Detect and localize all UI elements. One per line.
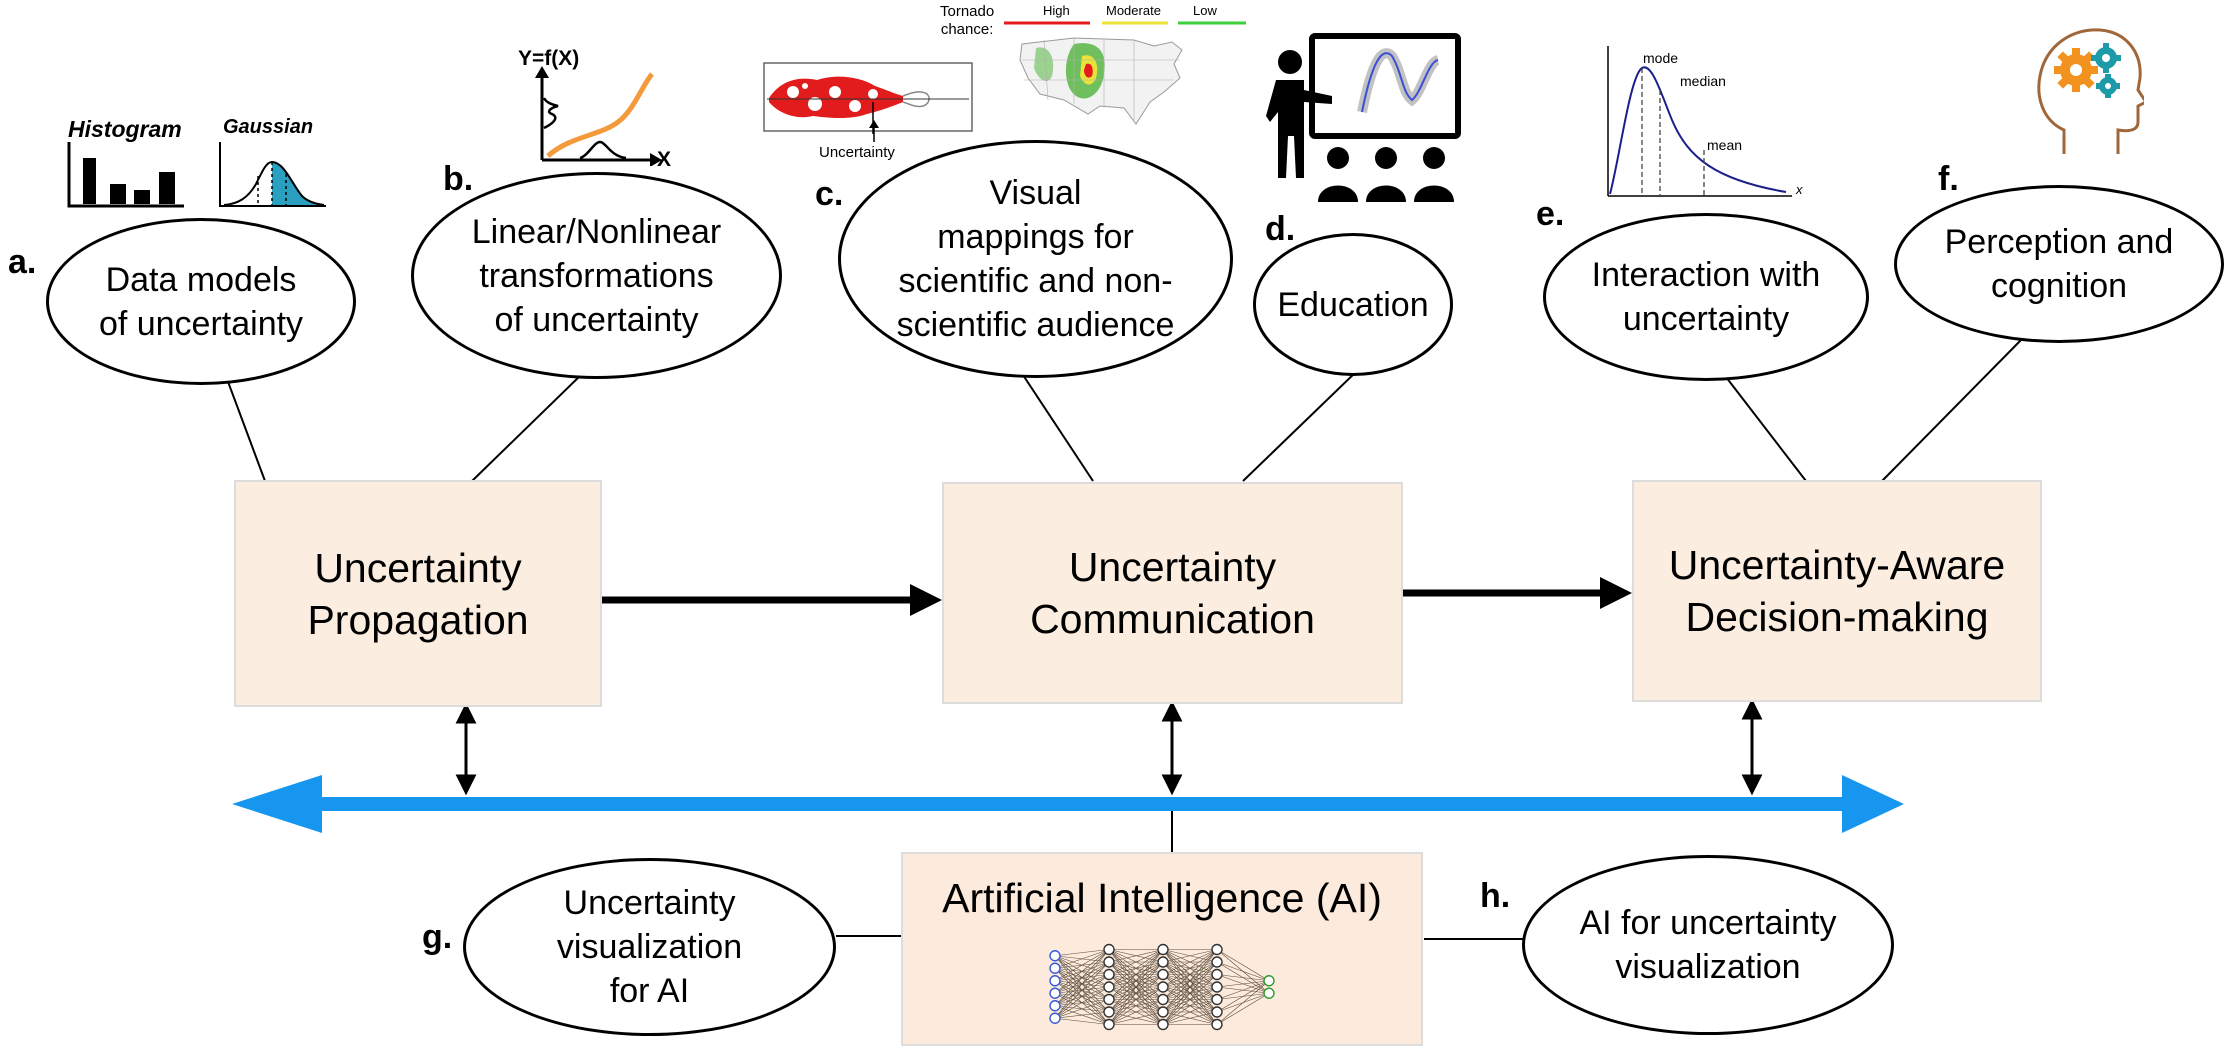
label-f: f. — [1938, 160, 1959, 198]
skewed-distribution-thumbnail — [1607, 46, 1792, 197]
nn-node — [1211, 956, 1223, 968]
oval-uncertainty-vis-for-ai: Uncertainty visualization for AI — [463, 858, 836, 1036]
legend-low-label: Low — [1193, 3, 1217, 18]
propagation-label: Uncertainty Propagation — [307, 544, 529, 643]
nn-node — [1103, 943, 1115, 956]
head-gears-icon — [2037, 28, 2144, 154]
oval-a-text: Data models of uncertainty — [98, 260, 304, 343]
blue-double-arrow — [232, 775, 1904, 833]
mode-label: mode — [1643, 50, 1679, 66]
nn-node — [1103, 968, 1115, 981]
communication-label: Uncertainty Communication — [1030, 544, 1315, 642]
nn-node — [1103, 993, 1115, 1006]
uncertainty-pointer-arrow — [869, 120, 879, 142]
oval-education: Education — [1253, 233, 1453, 376]
propagation-to-communication-arrow — [601, 584, 942, 616]
decision-vertical-arrow — [1741, 698, 1763, 796]
oval-connectors — [226, 338, 2023, 940]
nn-node — [1211, 968, 1223, 981]
communication-to-decision-arrow — [1403, 577, 1632, 609]
oval-d-text: Education — [1277, 285, 1429, 324]
oval-data-models: Data models of uncertainty — [46, 218, 356, 385]
label-e: e. — [1536, 195, 1565, 233]
uncertainty-propagation-box: Uncertainty Propagation — [234, 480, 602, 707]
nn-node — [1049, 975, 1061, 987]
gaussian-icon — [219, 142, 326, 207]
transform-x-label: X — [657, 148, 672, 171]
nn-node — [1103, 956, 1115, 968]
histogram-title: Histogram — [68, 116, 182, 142]
median-label: median — [1680, 73, 1726, 89]
teacher-presentation-icon — [1266, 33, 1461, 202]
oval-g-text: Uncertainty visualization for AI — [556, 884, 743, 1010]
label-g: g. — [422, 918, 453, 956]
histogram-gaussian-thumbnail — [67, 142, 326, 208]
nn-node — [1211, 981, 1223, 993]
orange-gear — [2054, 48, 2098, 92]
propagation-vertical-arrow — [455, 702, 477, 796]
nn-node — [1049, 962, 1061, 974]
histogram-icon — [67, 142, 184, 208]
artificial-intelligence-box: Artificial Intelligence (AI) — [901, 852, 1423, 1046]
distribution-x-label: x — [1796, 182, 1803, 197]
oval-transformations: Linear/Nonlinear transformations of unce… — [411, 172, 782, 379]
nn-node — [1157, 956, 1169, 968]
nn-node — [1049, 1000, 1061, 1012]
gaussian-title: Gaussian — [223, 116, 314, 138]
teal-gear-large — [2091, 43, 2121, 73]
nn-node — [1157, 993, 1169, 1006]
transformation-thumbnail — [535, 66, 662, 166]
nn-node — [1211, 993, 1223, 1006]
oval-visual-mappings: Visual mappings for scientific and non- … — [838, 140, 1233, 378]
oval-perception-cognition: Perception and cognition — [1894, 185, 2224, 343]
legend-moderate-label: Moderate — [1106, 3, 1161, 18]
nn-node — [1103, 1006, 1115, 1018]
label-d: d. — [1265, 210, 1296, 248]
nn-node — [1263, 975, 1275, 987]
nn-node — [1103, 1018, 1115, 1031]
nn-node — [1211, 1018, 1223, 1031]
transform-y-label: Y=f(X) — [518, 47, 580, 70]
nn-node — [1157, 943, 1169, 956]
neural-network-icon — [1049, 943, 1275, 1031]
nn-node — [1049, 987, 1061, 999]
nn-node — [1049, 950, 1061, 962]
uncertainty-glyph-thumbnail — [763, 62, 973, 134]
uncertainty-glyph-label: Uncertainty — [819, 144, 895, 161]
label-c: c. — [815, 175, 844, 213]
nn-node — [1211, 1006, 1223, 1018]
nn-node — [1103, 981, 1115, 993]
uncertainty-aware-decision-box: Uncertainty-Aware Decision-making — [1632, 480, 2042, 702]
nn-node — [1263, 987, 1275, 999]
mean-label: mean — [1707, 137, 1743, 153]
oval-interaction: Interaction with uncertainty — [1543, 213, 1869, 381]
nn-node — [1049, 1012, 1061, 1024]
nn-node — [1157, 1006, 1169, 1018]
oval-c-text: Visual mappings for scientific and non- … — [896, 174, 1175, 344]
label-h: h. — [1480, 877, 1511, 915]
ai-label: Artificial Intelligence (AI) — [942, 875, 1382, 921]
nn-node — [1157, 1018, 1169, 1031]
nn-node — [1157, 968, 1169, 981]
label-a: a. — [8, 243, 37, 281]
oval-b-text: Linear/Nonlinear transformations of unce… — [471, 212, 722, 339]
tornado-map-thumbnail — [1004, 21, 1246, 125]
communication-vertical-arrow — [1161, 700, 1183, 796]
legend-high-label: High — [1043, 3, 1070, 18]
tornado-chance-label: Tornado chance: — [940, 3, 995, 38]
oval-ai-for-uncertainty-vis: AI for uncertainty visualization — [1522, 855, 1894, 1035]
nn-node — [1157, 981, 1169, 993]
label-b: b. — [443, 160, 474, 198]
teal-gear-small — [2096, 74, 2120, 98]
nn-node — [1211, 943, 1223, 956]
oval-f-text: Perception and cognition — [1944, 223, 2174, 305]
oval-e-text: Interaction with uncertainty — [1591, 256, 1821, 338]
uncertainty-communication-box: Uncertainty Communication — [942, 482, 1403, 704]
decision-label: Uncertainty-Aware Decision-making — [1668, 542, 2006, 640]
oval-h-text: AI for uncertainty visualization — [1579, 904, 1837, 986]
